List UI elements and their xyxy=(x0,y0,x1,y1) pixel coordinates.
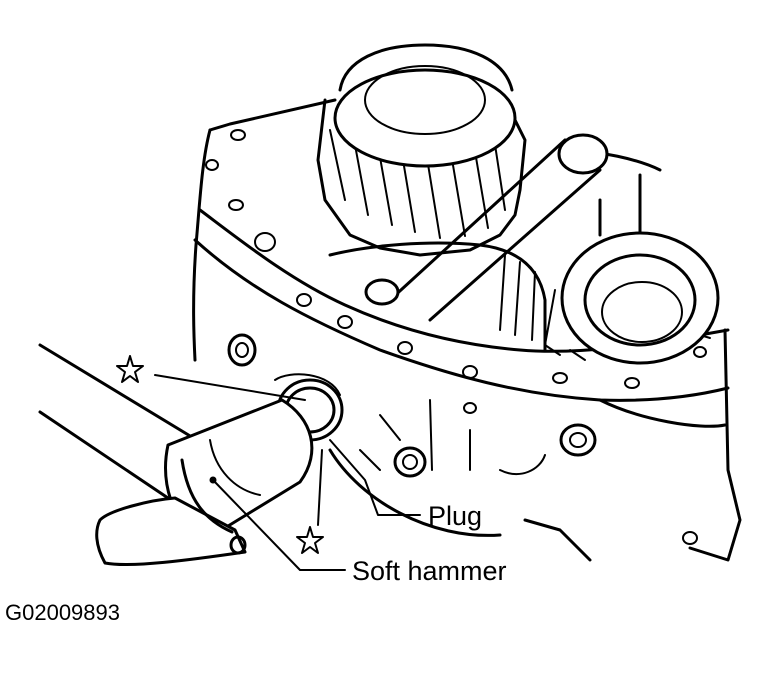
soft-hammer-label: Soft hammer xyxy=(352,556,507,586)
leader-lines xyxy=(155,375,420,570)
soft-hammer xyxy=(40,345,312,565)
star-marker-left xyxy=(117,356,143,382)
bolt-holes xyxy=(206,130,706,544)
star-marker-bottom xyxy=(297,527,323,553)
bearing-cup xyxy=(545,233,718,363)
gear-lower xyxy=(330,243,545,350)
plug-label: Plug xyxy=(428,501,482,531)
star-icon xyxy=(117,356,143,382)
shaft xyxy=(366,135,607,320)
case-bosses xyxy=(229,335,595,476)
figure-code: G02009893 xyxy=(5,600,120,625)
helical-gear-upper xyxy=(318,45,525,255)
star-icon xyxy=(297,527,323,553)
